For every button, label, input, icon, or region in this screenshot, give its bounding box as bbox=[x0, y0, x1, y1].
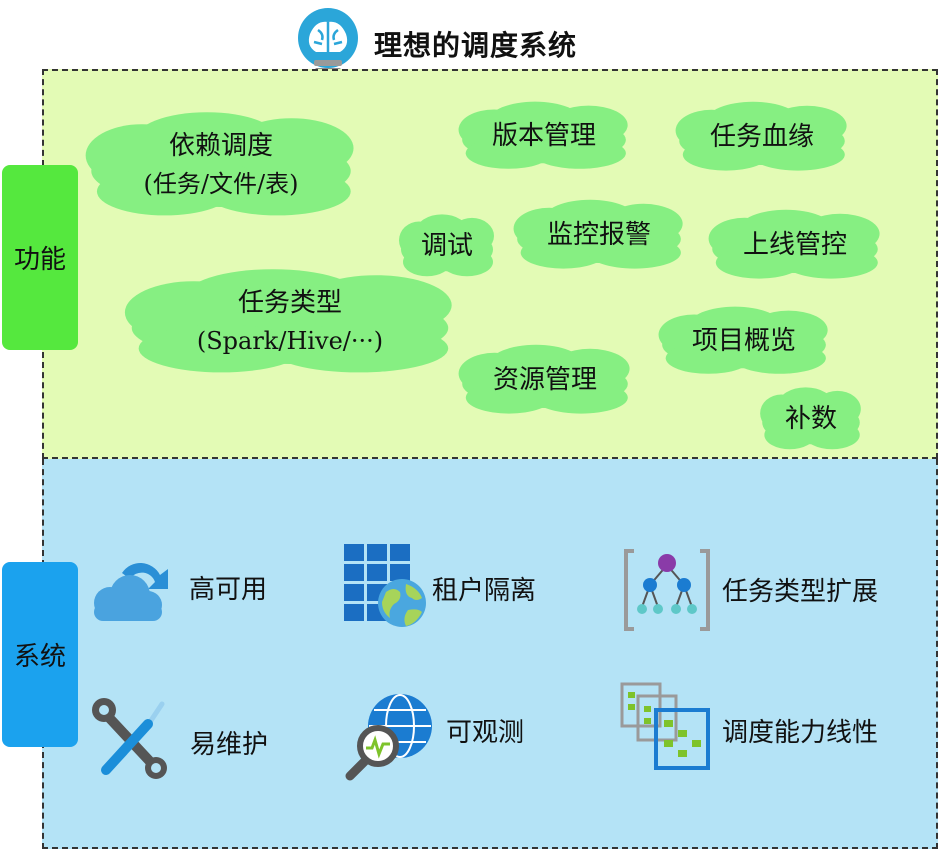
system-section-tab: 系统 bbox=[2, 562, 78, 747]
cloud-shape bbox=[458, 344, 630, 414]
cloud-release-control: 上线管控 bbox=[705, 205, 885, 285]
cloud-backfill: 补数 bbox=[758, 383, 864, 455]
diagram-title: 理想的调度系统 bbox=[374, 29, 578, 62]
system-panel bbox=[42, 459, 938, 849]
cloud-label: 监控报警 bbox=[546, 220, 651, 250]
cloud-label: 任务血缘 bbox=[709, 122, 814, 152]
cloud-shape bbox=[124, 269, 452, 373]
feature-tenant-isolation: 租户隔离 bbox=[342, 540, 582, 635]
cloud-shape bbox=[658, 306, 828, 374]
cloud-resource-management: 资源管理 bbox=[455, 340, 635, 420]
cloud-label: 上线管控 bbox=[742, 230, 847, 260]
feature-label: 高可用 bbox=[189, 575, 268, 605]
cloud-label: 调试 bbox=[420, 231, 473, 261]
cloud-shape bbox=[399, 214, 494, 277]
cloud-shape bbox=[760, 387, 861, 450]
feature-linear-scalability: 调度能力线性 bbox=[620, 682, 925, 777]
globe-magnifier-icon bbox=[345, 694, 432, 781]
function-section-tab: 功能 bbox=[2, 165, 78, 350]
feature-task-type-extension: 任务类型扩展 bbox=[622, 545, 922, 635]
cloud-task-lineage: 任务血缘 bbox=[672, 97, 852, 177]
cloud-shape bbox=[85, 112, 354, 216]
cloud-label: 版本管理 bbox=[491, 121, 596, 151]
cloud-monitoring-alerts: 监控报警 bbox=[510, 195, 688, 275]
feature-maintainability: 易维护 bbox=[90, 696, 290, 781]
grid-globe-icon bbox=[344, 544, 426, 627]
wrench-screwdriver-icon bbox=[92, 698, 167, 779]
cloud-shape bbox=[708, 209, 880, 279]
tree-hierarchy-icon bbox=[624, 549, 710, 631]
cloud-shape bbox=[458, 101, 628, 169]
feature-label: 调度能力线性 bbox=[722, 718, 879, 748]
feature-label: 可观测 bbox=[446, 718, 525, 748]
feature-high-availability: 高可用 bbox=[86, 543, 306, 633]
cloud-shape bbox=[513, 199, 683, 269]
cloud-label: 补数 bbox=[784, 404, 837, 434]
cloud-debugging: 调试 bbox=[397, 210, 497, 282]
cloud-label: 依赖调度 bbox=[168, 131, 273, 161]
cloud-project-overview: 项目概览 bbox=[655, 302, 833, 380]
cloud-version-management: 版本管理 bbox=[455, 97, 633, 175]
cloud-dependency-scheduling: 依赖调度 (任务/文件/表) bbox=[80, 105, 362, 225]
cloud-task-types: 任务类型 (Spark/Hive/···) bbox=[118, 262, 462, 382]
cloud-sublabel: (任务/文件/表) bbox=[143, 170, 299, 198]
stacked-nodes-icon bbox=[620, 682, 710, 770]
cloud-sublabel: (Spark/Hive/···) bbox=[196, 327, 384, 355]
cloud-label: 项目概览 bbox=[691, 326, 796, 356]
feature-label: 租户隔离 bbox=[432, 576, 537, 606]
cloud-label: 任务类型 bbox=[237, 288, 342, 318]
feature-label: 任务类型扩展 bbox=[722, 577, 879, 607]
feature-label: 易维护 bbox=[190, 730, 269, 760]
cloud-shape bbox=[675, 101, 847, 171]
cloud-sync-icon bbox=[94, 563, 168, 621]
cloud-label: 资源管理 bbox=[492, 365, 597, 395]
feature-observability: 可观测 bbox=[344, 690, 544, 785]
